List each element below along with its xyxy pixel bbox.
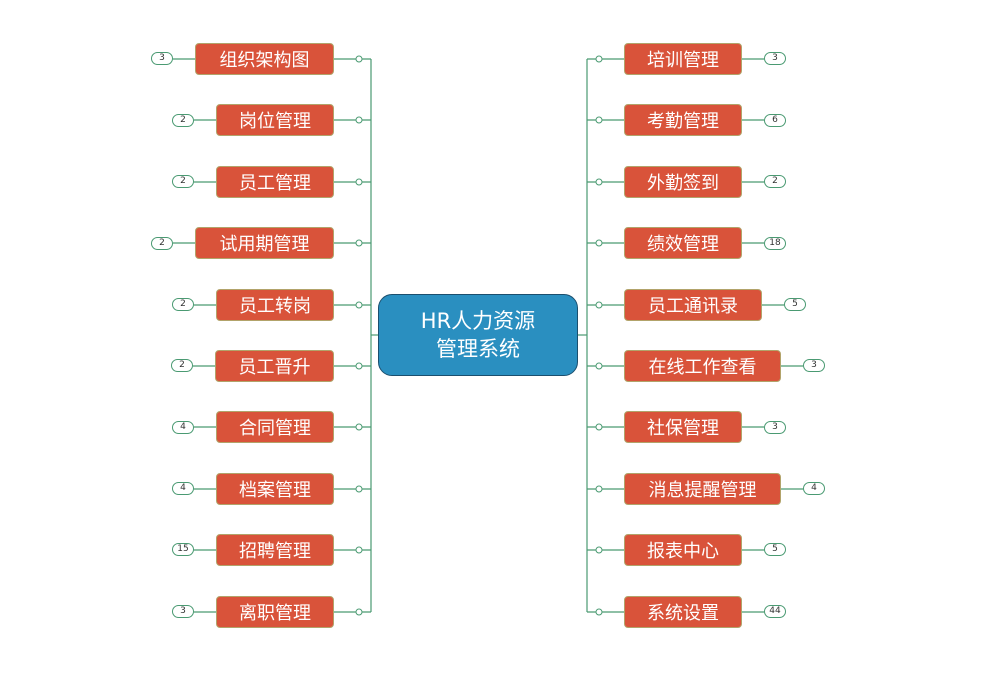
topic-contract-management[interactable]: 合同管理 xyxy=(216,411,334,443)
topic-social-security-management[interactable]: 社保管理 xyxy=(624,411,742,443)
collapsed-count-badge[interactable]: 2 xyxy=(172,175,194,188)
collapsed-count-badge[interactable]: 4 xyxy=(172,421,194,434)
branch-connector-dot[interactable] xyxy=(355,55,363,63)
collapsed-count-badge[interactable]: 3 xyxy=(803,359,825,372)
topic-training-management[interactable]: 培训管理 xyxy=(624,43,742,75)
topic-attendance-management[interactable]: 考勤管理 xyxy=(624,104,742,136)
topic-probation-management[interactable]: 试用期管理 xyxy=(195,227,334,259)
topic-archive-management[interactable]: 档案管理 xyxy=(216,473,334,505)
branch-connector-dot[interactable] xyxy=(595,55,603,63)
branch-connector-dot[interactable] xyxy=(355,608,363,616)
topic-report-center[interactable]: 报表中心 xyxy=(624,534,742,566)
topic-system-settings[interactable]: 系统设置 xyxy=(624,596,742,628)
topic-employee-promotion[interactable]: 员工晋升 xyxy=(215,350,334,382)
central-topic-line2: 管理系统 xyxy=(436,337,520,361)
topic-recruitment-management[interactable]: 招聘管理 xyxy=(216,534,334,566)
collapsed-count-badge[interactable]: 4 xyxy=(172,482,194,495)
topic-resignation-management[interactable]: 离职管理 xyxy=(216,596,334,628)
branch-connector-dot[interactable] xyxy=(355,116,363,124)
branch-connector-dot[interactable] xyxy=(355,239,363,247)
central-topic-line1: HR人力资源 xyxy=(420,309,536,333)
collapsed-count-badge[interactable]: 15 xyxy=(172,543,194,556)
topic-org-chart[interactable]: 组织架构图 xyxy=(195,43,334,75)
topic-employee-directory[interactable]: 员工通讯录 xyxy=(624,289,762,321)
branch-connector-dot[interactable] xyxy=(595,546,603,554)
collapsed-count-badge[interactable]: 3 xyxy=(764,421,786,434)
branch-connector-dot[interactable] xyxy=(595,301,603,309)
branch-connector-dot[interactable] xyxy=(595,485,603,493)
branch-connector-dot[interactable] xyxy=(355,301,363,309)
branch-connector-dot[interactable] xyxy=(595,608,603,616)
topic-performance-management[interactable]: 绩效管理 xyxy=(624,227,742,259)
collapsed-count-badge[interactable]: 3 xyxy=(172,605,194,618)
topic-online-work-view[interactable]: 在线工作查看 xyxy=(624,350,781,382)
collapsed-count-badge[interactable]: 5 xyxy=(784,298,806,311)
branch-connector-dot[interactable] xyxy=(595,178,603,186)
topic-employee-transfer[interactable]: 员工转岗 xyxy=(216,289,334,321)
collapsed-count-badge[interactable]: 2 xyxy=(151,237,173,250)
branch-connector-dot[interactable] xyxy=(355,362,363,370)
branch-connector-dot[interactable] xyxy=(355,178,363,186)
branch-connector-dot[interactable] xyxy=(355,423,363,431)
collapsed-count-badge[interactable]: 44 xyxy=(764,605,786,618)
collapsed-count-badge[interactable]: 4 xyxy=(803,482,825,495)
branch-connector-dot[interactable] xyxy=(355,485,363,493)
collapsed-count-badge[interactable]: 18 xyxy=(764,237,786,250)
collapsed-count-badge[interactable]: 2 xyxy=(172,114,194,127)
collapsed-count-badge[interactable]: 6 xyxy=(764,114,786,127)
collapsed-count-badge[interactable]: 3 xyxy=(151,52,173,65)
topic-field-checkin[interactable]: 外勤签到 xyxy=(624,166,742,198)
branch-connector-dot[interactable] xyxy=(595,116,603,124)
collapsed-count-badge[interactable]: 2 xyxy=(171,359,193,372)
collapsed-count-badge[interactable]: 3 xyxy=(764,52,786,65)
branch-connector-dot[interactable] xyxy=(595,239,603,247)
topic-message-reminder-management[interactable]: 消息提醒管理 xyxy=(624,473,781,505)
collapsed-count-badge[interactable]: 2 xyxy=(764,175,786,188)
collapsed-count-badge[interactable]: 5 xyxy=(764,543,786,556)
topic-employee-management[interactable]: 员工管理 xyxy=(216,166,334,198)
branch-connector-dot[interactable] xyxy=(355,546,363,554)
branch-connector-dot[interactable] xyxy=(595,423,603,431)
collapsed-count-badge[interactable]: 2 xyxy=(172,298,194,311)
central-topic[interactable]: HR人力资源 管理系统 xyxy=(378,294,578,376)
branch-connector-dot[interactable] xyxy=(595,362,603,370)
topic-position-management[interactable]: 岗位管理 xyxy=(216,104,334,136)
